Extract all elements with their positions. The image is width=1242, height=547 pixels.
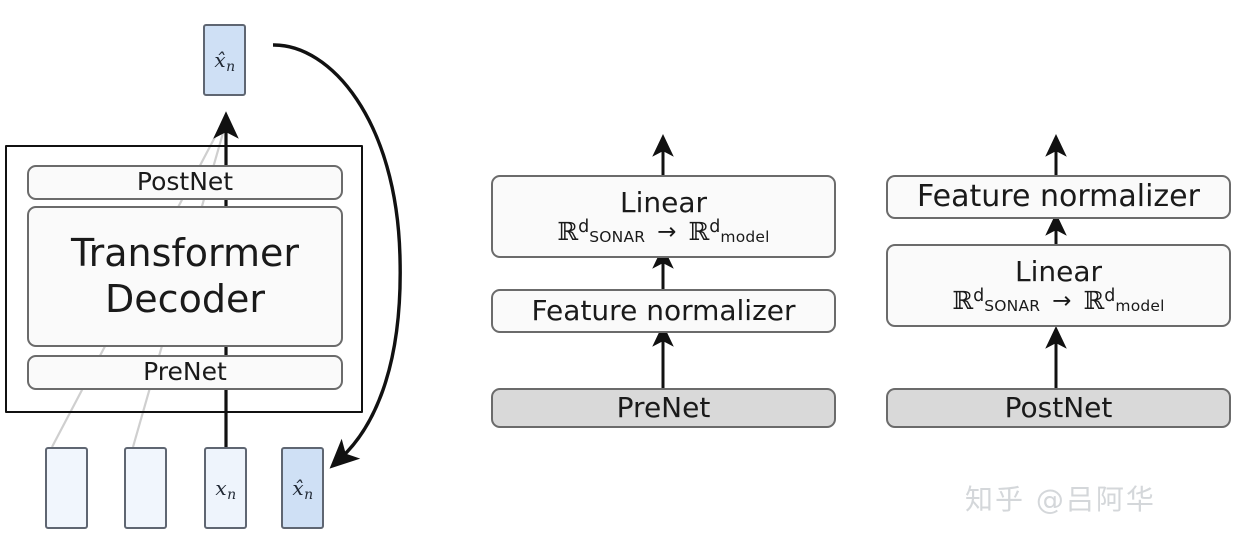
mid-feature-normalizer-label: Feature normalizer (531, 294, 796, 328)
math-arrow-icon: → (1052, 287, 1072, 314)
block-postnet-label: PostNet (136, 167, 234, 197)
input-token-1[interactable] (45, 447, 88, 529)
block-prenet-label: PreNet (143, 357, 227, 387)
math-rhs-sup: d (1104, 285, 1116, 306)
math-lhs-sup: d (973, 285, 985, 306)
input-token-2[interactable] (124, 447, 167, 529)
input-token-xhat[interactable]: x̂n (281, 447, 324, 529)
right-feature-normalizer-label: Feature normalizer (917, 179, 1200, 215)
math-rhs-sup: d (709, 216, 721, 237)
math-arrow-icon: → (657, 218, 677, 245)
math-rhs-sub: model (720, 227, 770, 246)
math-lhs-sub: SONAR (589, 227, 646, 246)
math-lhs-base: ℝ (952, 286, 974, 316)
input-token-xn-label: xn (215, 476, 237, 504)
math-rhs-base: ℝ (688, 217, 710, 247)
block-transformer-line2: Decoder (105, 276, 265, 321)
output-token-xhat: x̂n (203, 24, 246, 96)
math-rhs-sub: model (1115, 296, 1165, 315)
mid-block-prenet[interactable]: PreNet (491, 388, 836, 428)
math-rhs-base: ℝ (1083, 286, 1105, 316)
block-postnet[interactable]: PostNet (27, 165, 343, 200)
input-token-xhat-label: x̂n (292, 476, 314, 504)
mid-block-feature-normalizer[interactable]: Feature normalizer (491, 289, 836, 333)
math-lhs-sub: SONAR (984, 296, 1041, 315)
right-linear-label: Linear (1014, 254, 1103, 288)
block-transformer-line1: Transformer (70, 230, 300, 275)
mid-prenet-label: PreNet (616, 391, 711, 425)
input-token-xn[interactable]: xn (204, 447, 247, 529)
decoder-outer-frame (5, 145, 363, 413)
watermark: 知乎 @吕阿华 (965, 483, 1156, 516)
math-lhs-sup: d (578, 216, 590, 237)
right-postnet-label: PostNet (1004, 391, 1113, 425)
right-block-postnet[interactable]: PostNet (886, 388, 1231, 428)
right-block-feature-normalizer[interactable]: Feature normalizer (886, 175, 1231, 219)
block-transformer-decoder[interactable]: Transformer Decoder (27, 206, 343, 347)
block-prenet[interactable]: PreNet (27, 355, 343, 390)
output-token-label: x̂n (214, 48, 236, 76)
mid-linear-label: Linear (619, 185, 708, 219)
math-lhs-base: ℝ (557, 217, 579, 247)
